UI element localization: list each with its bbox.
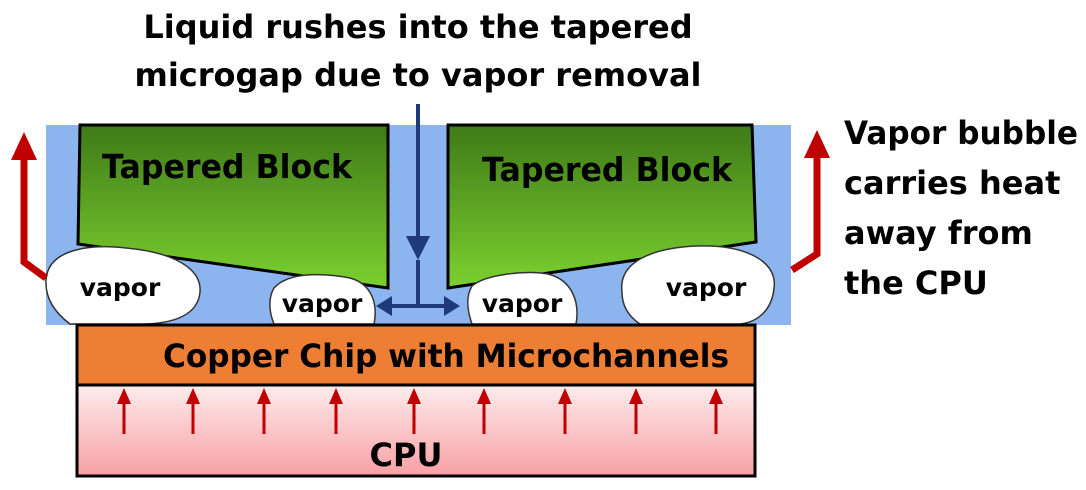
- vapor-escape-arrow-right-icon: [790, 130, 830, 273]
- vapor-bubble-far-left: [45, 245, 201, 325]
- side-note-line-3: away from: [844, 214, 1033, 252]
- arrow-up-icon: [186, 388, 200, 434]
- vapor-escape-arrow-left-icon: [11, 132, 49, 281]
- vapor-bubble-inner-left: [269, 273, 376, 325]
- arrow-up-icon: [407, 388, 421, 434]
- side-note-line-4: the CPU: [844, 264, 988, 302]
- tapered-block-right-label: Tapered Block: [482, 150, 733, 189]
- arrow-up-icon: [257, 388, 271, 434]
- arrow-up-icon: [117, 388, 131, 434]
- tapered-block-left: [76, 123, 390, 290]
- vapor-label-far-left: vapor: [80, 273, 161, 302]
- vapor-label-inner-left: vapor: [282, 289, 363, 318]
- cpu-label: CPU: [370, 436, 443, 474]
- side-note-line-1: Vapor bubble: [844, 114, 1078, 152]
- vapor-label-far-right: vapor: [666, 273, 747, 302]
- copper-chip: [75, 323, 757, 387]
- tapered-block-left-label: Tapered Block: [102, 147, 353, 186]
- arrow-down-icon: [406, 104, 430, 306]
- side-note-line-2: carries heat: [844, 164, 1060, 202]
- vapor-bubble-inner-right: [467, 271, 578, 325]
- arrow-up-icon: [558, 388, 572, 434]
- vapor-bubble-far-right: [621, 245, 775, 325]
- title-line-1: Liquid rushes into the tapered: [143, 8, 692, 46]
- arrow-up-icon: [329, 388, 343, 434]
- arrow-up-icon: [709, 388, 723, 434]
- copper-chip-label: Copper Chip with Microchannels: [163, 337, 729, 375]
- title-line-2: microgap due to vapor removal: [134, 56, 701, 94]
- arrow-up-icon: [477, 388, 491, 434]
- vapor-label-inner-right: vapor: [482, 289, 563, 318]
- heat-arrows: [117, 388, 723, 434]
- arrow-up-icon: [629, 388, 643, 434]
- arrow-left-right-icon: [376, 296, 460, 316]
